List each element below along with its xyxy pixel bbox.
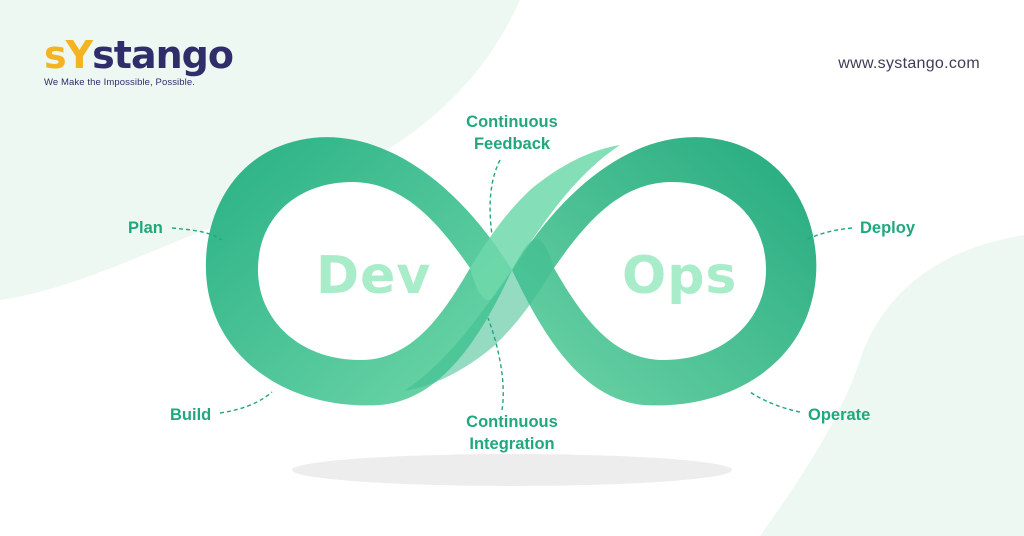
logo-letter-s: s <box>44 33 67 77</box>
connector-build <box>219 391 273 414</box>
stage-continuous-feedback-line2: Feedback <box>473 135 551 153</box>
connector-continuous-feedback <box>489 159 501 236</box>
stage-continuous-feedback: Continuous Feedback <box>460 111 564 155</box>
connector-continuous-integration <box>487 317 504 411</box>
ops-label: Ops <box>622 246 738 306</box>
stage-build: Build <box>170 406 212 424</box>
connector-operate <box>749 391 801 413</box>
logo-tagline: We Make the Impossible, Possible. <box>44 77 195 88</box>
stage-continuous-integration-line2: Integration <box>469 435 555 453</box>
dev-label: Dev <box>316 246 432 306</box>
brand-logo[interactable]: sYstango We Make the Impossible, Possibl… <box>44 33 234 88</box>
connector-plan <box>171 227 223 241</box>
infinity-center-twist <box>470 145 620 301</box>
stage-continuous-integration: Continuous Integration <box>460 411 564 455</box>
infinity-right-loop <box>512 137 817 406</box>
logo-letters-rest: stango <box>92 33 234 77</box>
infinity-left-loop <box>205 137 512 406</box>
stage-deploy: Deploy <box>860 219 916 237</box>
connector-deploy <box>805 227 853 241</box>
stage-continuous-integration-line1: Continuous <box>466 413 558 431</box>
website-url[interactable]: www.systango.com <box>838 55 980 72</box>
logo-wordmark: sYstango <box>44 33 234 77</box>
logo-letter-y: Y <box>65 33 94 77</box>
stage-continuous-feedback-line1: Continuous <box>466 113 558 131</box>
stage-operate: Operate <box>808 406 871 424</box>
stage-plan: Plan <box>128 219 163 237</box>
